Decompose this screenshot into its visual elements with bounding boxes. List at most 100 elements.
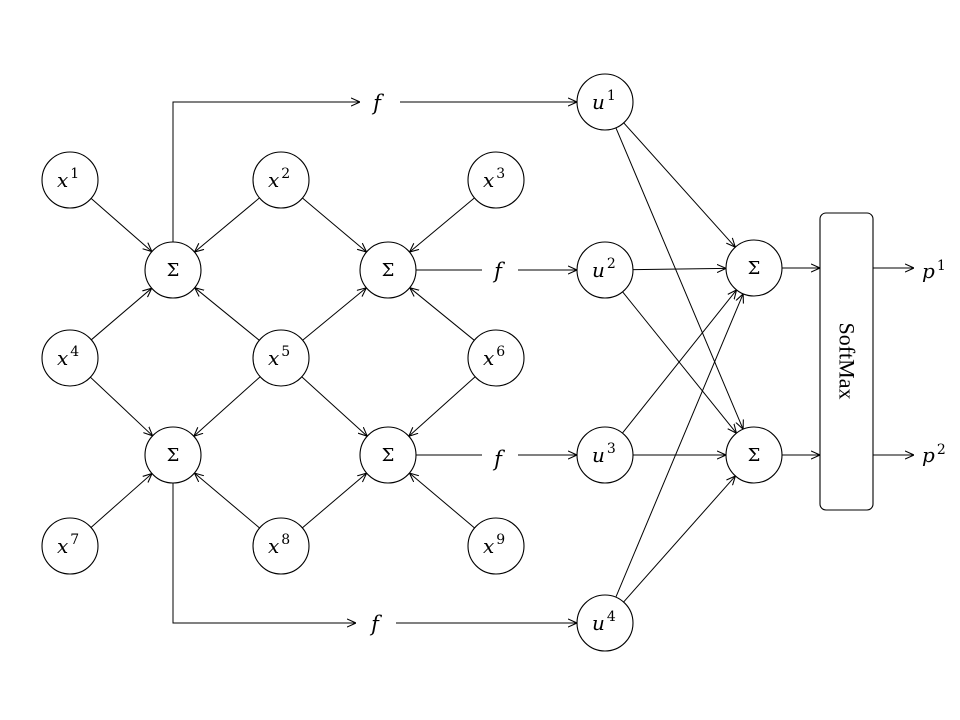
activation-label-3: f [492, 447, 505, 471]
conv-sum-node-2-symbol: Σ [382, 260, 395, 281]
conv-sum-node-4-circle [359, 426, 417, 484]
softmax-block: SoftMax [819, 212, 874, 511]
edge-x5-to-conv4 [301, 376, 368, 436]
activation-label-1: f [371, 91, 384, 115]
hidden-node-u1-base: u [592, 90, 605, 114]
input-node-x3-sup: 3 [496, 166, 505, 182]
edge-x5-to-conv3 [194, 376, 261, 437]
hidden-node-u4-base: u [592, 611, 605, 635]
conv-sum-node-2: Σ [359, 241, 417, 299]
output-sum-node-2: Σ [725, 426, 783, 484]
hidden-node-u3-circle [576, 426, 634, 484]
conv-sum-node-4: Σ [359, 426, 417, 484]
output-sum-node-1-circle [725, 239, 783, 297]
edge-u1-to-sum2 [615, 127, 743, 429]
input-node-x6-base: x [483, 346, 494, 370]
edge-x8-to-conv3 [194, 473, 260, 529]
edges-layer [90, 102, 914, 623]
output-sum-node-1: Σ [725, 239, 783, 297]
conv-sum-node-1-circle [144, 241, 202, 299]
input-node-x9-base: x [483, 534, 494, 558]
hidden-node-u4-circle [576, 594, 634, 652]
output-p2-base: p [922, 443, 935, 467]
input-node-x6-circle [467, 329, 525, 387]
output-p1-base: p [922, 259, 935, 283]
input-node-x5-base: x [268, 346, 279, 370]
edge-u1-to-sum1 [623, 122, 736, 247]
input-node-x8-circle [252, 517, 310, 575]
edge-x4-to-conv3 [90, 376, 152, 436]
input-node-x4-sup: 4 [70, 344, 79, 360]
conv-sum-node-3: Σ [144, 426, 202, 484]
input-node-x9-sup: 9 [496, 532, 505, 548]
edge-x2-to-conv1 [195, 197, 260, 252]
edge-u4-to-sum1 [615, 294, 743, 598]
edge-u2-to-sum1 [632, 268, 726, 269]
hidden-node-u1-sup: 1 [607, 88, 616, 104]
edge-x2-to-conv2 [302, 197, 366, 252]
edge-x1-to-conv1 [90, 198, 152, 251]
hidden-node-u3-sup: 3 [607, 441, 616, 457]
input-node-x3-circle [467, 151, 525, 209]
input-node-x8-base: x [268, 534, 279, 558]
conv-sum-node-3-symbol: Σ [167, 445, 180, 466]
edge-x8-to-conv4 [302, 473, 366, 529]
input-node-x7-circle [41, 517, 99, 575]
input-node-x9-circle [467, 517, 525, 575]
edge-x5-to-conv1 [195, 288, 260, 341]
edge-u2-to-sum2 [622, 291, 737, 433]
output-sum-node-2-symbol: Σ [748, 445, 761, 466]
edge-x7-to-conv3 [90, 474, 152, 528]
input-node-x1-sup: 1 [70, 166, 79, 182]
conv-sum-node-1-symbol: Σ [167, 260, 180, 281]
edge-x4-to-conv1 [90, 288, 151, 341]
hidden-node-u2-circle [576, 241, 634, 299]
edge-x3-to-conv2 [410, 197, 475, 252]
edge-x9-to-conv4 [409, 473, 475, 529]
conv-sum-node-3-circle [144, 426, 202, 484]
edge-x5-to-conv2 [302, 288, 367, 341]
input-node-x6-sup: 6 [496, 344, 505, 360]
conv-sum-node-2-circle [359, 241, 417, 299]
input-node-x2-base: x [268, 168, 279, 192]
input-node-x2-sup: 2 [281, 166, 290, 182]
input-node-x3-base: x [483, 168, 494, 192]
hidden-node-u2-sup: 2 [607, 256, 616, 272]
edge-x6-to-conv4 [409, 376, 476, 437]
conv-sum-node-1: Σ [144, 241, 202, 299]
input-node-x1-base: x [57, 168, 68, 192]
edge-conv3-to-f4 [172, 483, 356, 623]
output-p2-sup: 2 [937, 442, 946, 458]
softmax-label: SoftMax [835, 323, 860, 400]
input-node-x7-base: x [57, 534, 68, 558]
edge-u4-to-sum2 [623, 476, 736, 603]
input-node-x4-circle [41, 329, 99, 387]
hidden-node-u2-base: u [592, 258, 605, 282]
hidden-node-u1-circle [576, 73, 634, 131]
